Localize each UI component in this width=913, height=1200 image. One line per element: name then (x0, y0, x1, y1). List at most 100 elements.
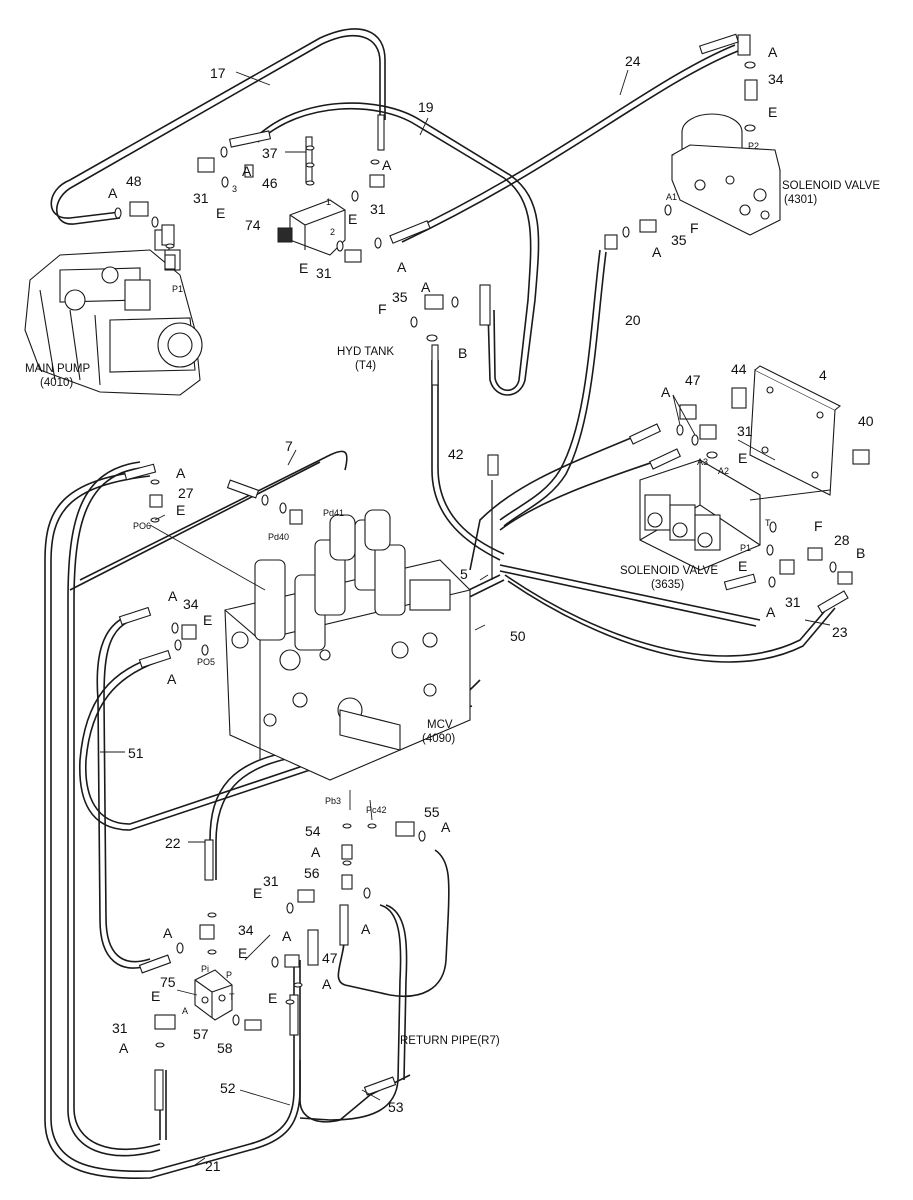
letter-a: A (766, 604, 776, 620)
letter-a: A (311, 844, 321, 860)
letter-e: E (203, 612, 212, 628)
callout-57: 57 (193, 1026, 209, 1042)
callout-56: 56 (304, 865, 320, 881)
fittings (118, 33, 870, 1111)
callout-31-d: 31 (737, 423, 753, 439)
block-75: Pi P A T (182, 964, 235, 1021)
port-t: T (229, 992, 235, 1002)
callout-21: 21 (205, 1158, 221, 1174)
letter-labels: A A A A A A A A A A A A A A A A A A A B … (108, 44, 865, 1056)
letter-a: A (361, 921, 371, 937)
port-pc42: Pc42 (366, 805, 387, 815)
callout-27: 27 (178, 485, 194, 501)
callout-35-b: 35 (671, 232, 687, 248)
port-p1: P1 (740, 543, 751, 553)
letter-a: A (108, 185, 118, 201)
port-p2: P2 (748, 141, 759, 151)
port-a: A (182, 1006, 188, 1016)
callout-34-mid: 34 (183, 596, 199, 612)
port-p: P (226, 970, 232, 980)
port-pd41: Pd41 (323, 508, 344, 518)
letter-f: F (814, 518, 823, 534)
callout-58: 58 (217, 1040, 233, 1056)
letter-a: A (176, 465, 186, 481)
callout-74: 74 (245, 217, 261, 233)
callout-37: 37 (262, 145, 278, 161)
port-a2: A2 (718, 466, 729, 476)
letter-a: A (168, 588, 178, 604)
letter-a: A (322, 976, 332, 992)
callout-23: 23 (832, 624, 848, 640)
callout-75: 75 (160, 974, 176, 990)
letter-e: E (151, 988, 160, 1004)
callout-34-low: 34 (238, 922, 254, 938)
letter-e: E (216, 205, 225, 221)
main-pump-label: MAIN PUMP (25, 363, 91, 375)
port-a3: A3 (697, 457, 708, 467)
callout-4: 4 (819, 367, 827, 383)
callout-51: 51 (128, 745, 144, 761)
callout-7: 7 (285, 438, 293, 454)
callout-24: 24 (625, 53, 641, 69)
block-74: 1 2 3 (232, 184, 346, 256)
callout-34-top: 34 (768, 71, 784, 87)
o-rings (114, 61, 837, 1048)
main-pump-port: P1 (172, 284, 183, 294)
letter-a: A (167, 671, 177, 687)
port-1: 1 (326, 197, 331, 207)
main-pump-code: (4010) (40, 377, 73, 389)
callout-46: 46 (262, 175, 278, 191)
callout-44: 44 (731, 361, 747, 377)
letter-a: A (119, 1040, 129, 1056)
letter-a: A (652, 244, 662, 260)
callout-20: 20 (625, 312, 641, 328)
port-pd40: Pd40 (268, 532, 289, 542)
letter-e: E (738, 558, 747, 574)
solenoid-4301-label: SOLENOID VALVE (782, 180, 880, 192)
callout-31-g: 31 (112, 1020, 128, 1036)
callout-31-e: 31 (785, 594, 801, 610)
letter-f: F (690, 220, 699, 236)
letter-a: A (441, 819, 451, 835)
callout-54: 54 (305, 823, 321, 839)
port-3: 3 (232, 184, 237, 194)
letter-e: E (738, 450, 747, 466)
return-pipe-label: RETURN PIPE(R7) (400, 1035, 500, 1047)
letter-a: A (397, 259, 407, 275)
letter-e: E (348, 211, 357, 227)
letter-e: E (268, 990, 277, 1006)
hyd-tank-label: HYD TANK (337, 346, 394, 358)
callout-31-b: 31 (370, 201, 386, 217)
hyd-tank-code: (T4) (355, 360, 376, 372)
callout-50: 50 (510, 628, 526, 644)
mcv-label: MCV (427, 719, 453, 731)
callout-17: 17 (210, 65, 226, 81)
main-pump (24, 229, 203, 396)
port-t: T (765, 518, 771, 528)
letter-a: A (421, 279, 431, 295)
callout-5: 5 (460, 566, 468, 582)
solenoid-4301-code: (4301) (784, 194, 817, 206)
solenoid-3635-code: (3635) (651, 579, 684, 591)
mcv-code: (4090) (422, 733, 455, 745)
port-a1: A1 (666, 192, 677, 202)
port-po6: PO6 (133, 521, 151, 531)
letter-e: E (238, 945, 247, 961)
letter-a: A (382, 157, 392, 173)
callout-19: 19 (418, 99, 434, 115)
mcv-block (224, 509, 471, 781)
callout-42: 42 (448, 446, 464, 462)
callout-numbers: 17 19 24 34 48 37 46 31 31 31 74 35 35 2… (112, 53, 874, 1174)
letter-a: A (163, 925, 173, 941)
callout-31-a: 31 (193, 190, 209, 206)
callout-47-b: 47 (322, 950, 338, 966)
solenoid-valve-3635 (639, 365, 842, 571)
port-pb3: Pb3 (325, 796, 341, 806)
callout-48: 48 (126, 173, 142, 189)
letter-f: F (378, 301, 387, 317)
callout-31-f: 31 (263, 873, 279, 889)
letter-a: A (282, 928, 292, 944)
solenoid-valve-4301 (671, 113, 781, 236)
